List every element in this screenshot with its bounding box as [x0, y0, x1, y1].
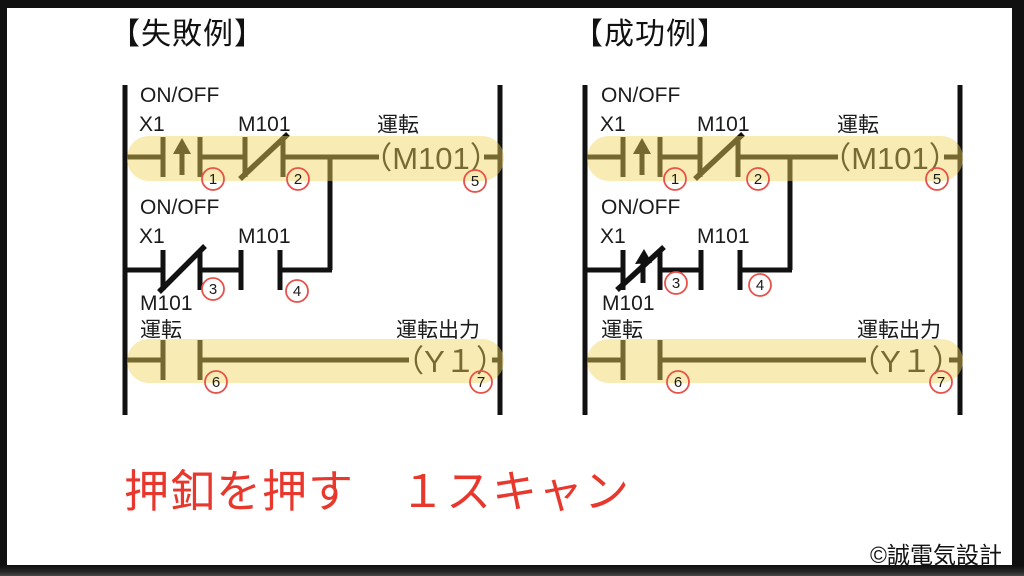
marker-circle-left-3 [201, 277, 225, 301]
marker-circle-left-5 [463, 169, 487, 193]
left-r2-m101-label: M101 [238, 225, 291, 248]
right-r1-x1-label: X1 [600, 113, 626, 136]
right-r3-coil-name: 運転出力 [857, 319, 941, 342]
marker-circle-right-4 [748, 273, 772, 297]
left-r3-contact-label: 運転 [140, 319, 182, 342]
right-rising-edge-arrow-icon [633, 138, 651, 175]
right-r1-onoff-label: ON/OFF [601, 84, 680, 107]
right-r2-below-label: M101 [602, 292, 655, 315]
marker-circle-left-4 [285, 279, 309, 303]
frame-bottom-border [0, 565, 1024, 576]
marker-digit-left-5: 5 [471, 173, 479, 190]
marker-digit-right-2: 2 [754, 171, 762, 188]
left-r2-onoff-label: ON/OFF [140, 196, 219, 219]
right-y1-coil: （Y１） [849, 344, 963, 379]
left-contact-bars [160, 137, 286, 380]
left-r1-m101-label: M101 [238, 113, 291, 136]
marker-circle-left-1 [201, 167, 225, 191]
frame-top-border [0, 0, 1024, 8]
title-failure-example: 【失敗例】 [110, 18, 265, 51]
title-success-example: 【成功例】 [573, 18, 728, 51]
marker-digit-right-1: 1 [671, 171, 679, 188]
marker-digit-left-2: 2 [294, 171, 302, 188]
marker-circle-left-2 [286, 167, 310, 191]
marker-digit-right-7: 7 [937, 374, 945, 391]
right-r2-rising-edge-arrow-icon [635, 249, 652, 283]
highlight-band-right-rung3 [587, 339, 963, 383]
right-m101-coil: （M101） [820, 141, 960, 176]
marker-digit-left-3: 3 [209, 281, 217, 298]
marker-circle-right-2 [746, 167, 770, 191]
left-r1-onoff-label: ON/OFF [140, 84, 219, 107]
right-r2-onoff-label: ON/OFF [601, 196, 680, 219]
frame-right-border [1012, 0, 1024, 576]
marker-digit-left-4: 4 [293, 283, 301, 300]
marker-digit-left-1: 1 [209, 171, 217, 188]
left-r2-below-label: M101 [140, 292, 193, 315]
marker-circle-right-5 [925, 167, 949, 191]
marker-circle-right-1 [663, 167, 687, 191]
marker-circle-left-6 [204, 370, 228, 394]
frame-left-border [0, 0, 7, 576]
marker-circle-right-7 [929, 370, 953, 394]
marker-digit-left-6: 6 [212, 374, 220, 391]
highlight-band-left-rung3 [127, 339, 504, 383]
marker-circle-right-6 [666, 370, 690, 394]
right-r1-m101-label: M101 [697, 113, 750, 136]
marker-digit-right-4: 4 [756, 277, 764, 294]
marker-circle-left-7 [469, 370, 493, 394]
right-contact-bars [620, 137, 743, 380]
marker-digit-left-7: 7 [477, 374, 485, 391]
marker-digit-right-3: 3 [672, 275, 680, 292]
left-nc-slashes [157, 131, 290, 294]
left-rising-edge-arrow-icon [173, 138, 191, 175]
ladder-left: ON/OFF X1 M101 運転 ON/OFF X1 M101 M101 運転… [122, 84, 507, 415]
left-r3-coil-name: 運転出力 [396, 319, 480, 342]
marker-circle-right-3 [664, 271, 688, 295]
marker-digit-right-5: 5 [933, 171, 941, 188]
right-r2-x1-label: X1 [600, 225, 626, 248]
highlight-band-right-rung1 [587, 136, 963, 181]
caption-press-button-one-scan: 押釦を押す １スキャン [124, 466, 631, 517]
left-r1-x1-label: X1 [139, 113, 165, 136]
copyright-text: ©誠電気設計 [870, 542, 1002, 568]
right-r3-contact-label: 運転 [601, 319, 643, 342]
left-r1-coil-name: 運転 [377, 114, 419, 137]
highlight-band-left-rung1 [127, 136, 504, 181]
right-r2-m101-label: M101 [697, 225, 750, 248]
right-r1-coil-name: 運転 [837, 114, 879, 137]
step-markers: 1 2 3 4 5 6 7 1 2 3 4 5 6 [201, 167, 953, 394]
marker-digit-right-6: 6 [674, 374, 682, 391]
left-r2-x1-label: X1 [139, 225, 165, 248]
ladder-right: ON/OFF X1 M101 運転 ON/OFF X1 M101 M101 運転… [582, 84, 963, 415]
